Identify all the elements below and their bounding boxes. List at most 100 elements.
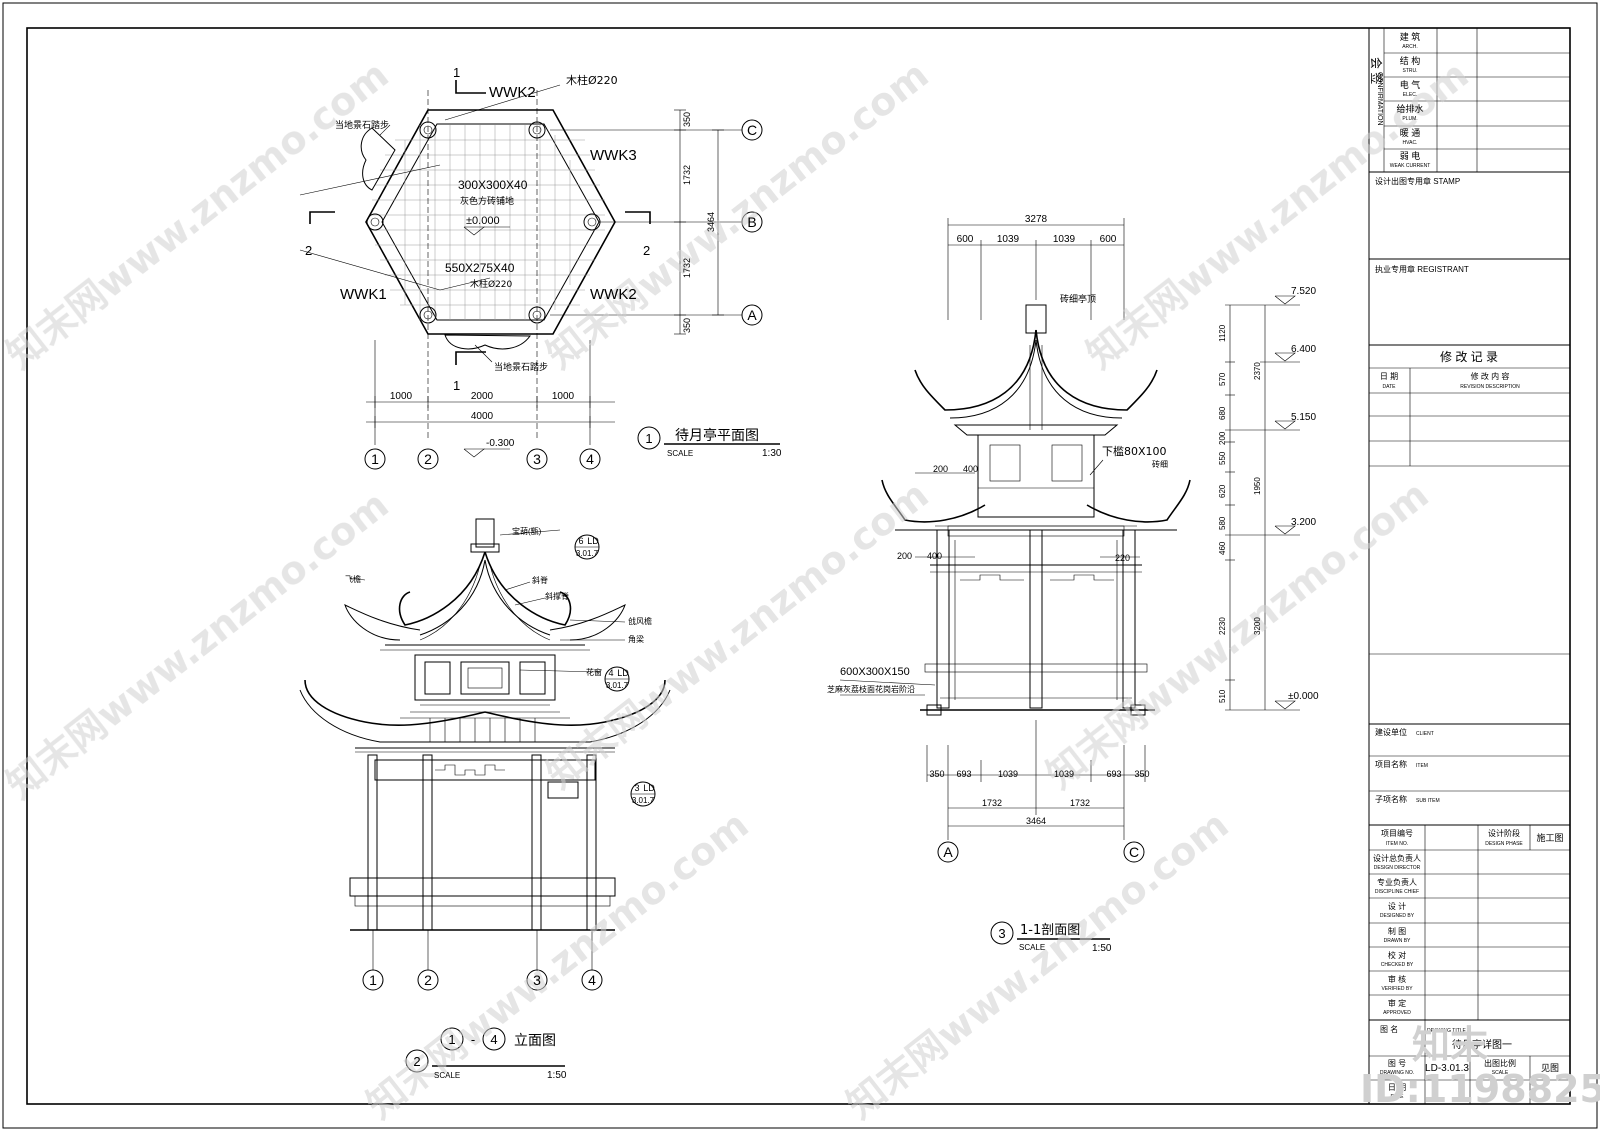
tb-phase-value: 施工图 bbox=[1536, 832, 1563, 843]
tb-role: 制 图 bbox=[1388, 926, 1406, 936]
plan-hexagon-outer bbox=[365, 109, 616, 335]
tb-date-en: DATE bbox=[1391, 1094, 1405, 1100]
elevation-drawing bbox=[299, 518, 671, 1073]
elev-title-number: 2 bbox=[413, 1054, 420, 1069]
section-drawing bbox=[839, 218, 1300, 945]
elev-label: 斜撑脊 bbox=[545, 591, 569, 601]
plan-cut-2-right-label: 2 bbox=[643, 243, 650, 258]
elev-axis-label: 3 bbox=[533, 972, 541, 988]
elev-title-to: 4 bbox=[490, 1032, 497, 1047]
elev-label: 戗风檐 bbox=[628, 616, 652, 626]
tb-item: 项目名称 bbox=[1375, 759, 1407, 769]
plan-title: 待月亭平面图 bbox=[675, 427, 759, 444]
sec-axis-a: A bbox=[943, 844, 953, 860]
sec-level: 3.200 bbox=[1291, 517, 1316, 528]
tb-item-en: ITEM bbox=[1416, 763, 1428, 769]
sec-dim-right: 550 bbox=[1218, 451, 1227, 465]
elev-title-dash: - bbox=[471, 1032, 475, 1047]
watermark-text: 知末网www.znzmo.com bbox=[0, 482, 397, 807]
sec-axis-c: C bbox=[1129, 844, 1139, 860]
sec-dim-bottom: 693 bbox=[956, 769, 971, 779]
plan-dim-v: 1732 bbox=[682, 258, 692, 278]
watermark-logo: 知末 bbox=[1412, 1023, 1488, 1067]
plan-stone-label: 当地景石踏步 bbox=[335, 119, 389, 131]
elev-scale-label: SCALE bbox=[434, 1071, 460, 1080]
sec-dim-side: 400 bbox=[927, 551, 942, 561]
sec-dim-right: 1120 bbox=[1218, 324, 1227, 342]
elev-label: 角梁 bbox=[628, 634, 644, 644]
sec-level: 6.400 bbox=[1291, 344, 1316, 355]
tb-sub-item-en: SUB ITEM bbox=[1416, 798, 1440, 804]
tb-discipline: 建 筑 bbox=[1400, 31, 1421, 42]
tb-role: 审 定 bbox=[1388, 998, 1406, 1008]
elevation-refs: 6 LD 3.01.7 4 LD 3.01.7 3 LD 3.01.7 bbox=[576, 536, 655, 805]
plan-axis-label: 1 bbox=[371, 451, 379, 467]
sec-dim-outer: 2370 bbox=[1253, 362, 1262, 380]
sec-dim-side: 200 bbox=[897, 551, 912, 561]
tb-phase: 设计阶段 bbox=[1488, 828, 1520, 838]
elev-axis-label: 4 bbox=[588, 972, 596, 988]
tb-rev-desc-en: REVISION DESCRIPTION bbox=[1460, 384, 1520, 390]
tb-scale-value: 见图 bbox=[1541, 1063, 1559, 1073]
plan-hexagon-inner bbox=[381, 123, 600, 321]
tb-drawing-title: 待月亭详图一 bbox=[1452, 1038, 1512, 1051]
title-block-frame bbox=[1368, 28, 1570, 1104]
tb-discipline: 给排水 bbox=[1396, 103, 1423, 114]
tb-role: 设计总负责人 bbox=[1373, 853, 1421, 863]
tb-discipline-en: ELEC. bbox=[1403, 92, 1417, 98]
elev-label: 斜脊 bbox=[532, 575, 548, 585]
plan-wwk2-right: WWK2 bbox=[590, 286, 637, 303]
sec-dim-top: 1039 bbox=[1053, 234, 1076, 245]
plan-dim-v: 350 bbox=[682, 318, 692, 333]
tb-role-en: CHECKED BY bbox=[1381, 962, 1414, 968]
plan-cut-2-right bbox=[625, 211, 651, 224]
sec-lower-roof-right bbox=[1086, 479, 1191, 523]
sec-dim-top: 600 bbox=[1100, 234, 1117, 245]
sec-level: 7.520 bbox=[1291, 286, 1316, 297]
sec-dim-top-total: 3278 bbox=[1025, 214, 1048, 225]
elev-lower-roof-right bbox=[484, 679, 666, 727]
plan-column-label: 木柱Ø220 bbox=[566, 73, 618, 87]
sec-dim-right: 2230 bbox=[1218, 617, 1227, 635]
sec-dim-right: 680 bbox=[1218, 406, 1227, 420]
tb-role: 设 计 bbox=[1388, 901, 1406, 911]
tb-client-en: CLIENT bbox=[1416, 731, 1434, 737]
tb-sign-1: 会 签 bbox=[1369, 57, 1384, 84]
sec-dim-side: 400 bbox=[963, 464, 978, 474]
elev-title: 立面图 bbox=[514, 1033, 556, 1049]
plan-drawing bbox=[299, 80, 780, 470]
tb-discipline-en: PLUM. bbox=[1402, 116, 1417, 122]
tb-discipline-en: STRU. bbox=[1403, 68, 1418, 74]
watermark-text: 知末网www.znzmo.com bbox=[0, 52, 397, 377]
plan-tile-grid bbox=[372, 125, 605, 320]
section-bottom-dims: 350 693 1039 1039 693 350 1732 1732 3464 bbox=[929, 769, 1149, 826]
sec-dim-right: 620 bbox=[1218, 484, 1227, 498]
tb-discipline: 结 构 bbox=[1400, 55, 1421, 66]
title-block-text: 会 签 CONFIRMATION 建 筑 ARCH. 结 构 STRU. 电 气… bbox=[1369, 31, 1564, 1100]
watermark-layer: 知末网www.znzmo.com 知末网www.znzmo.com 知末网www… bbox=[0, 52, 1477, 1127]
elev-finial bbox=[475, 518, 495, 548]
plan-cut-1-bottom-label: 1 bbox=[453, 378, 460, 393]
sec-dim-bottom: 693 bbox=[1106, 769, 1121, 779]
elev-upper-roof-right bbox=[484, 551, 572, 626]
sec-dim-bottom: 1039 bbox=[1054, 769, 1074, 779]
tb-role-en: DESIGNED BY bbox=[1380, 913, 1415, 919]
watermark-text: 知末网www.znzmo.com bbox=[538, 52, 936, 377]
elevation-axis-labels: 1 2 3 4 bbox=[369, 972, 596, 988]
sec-dim-top: 1039 bbox=[997, 234, 1020, 245]
plan-dim-v: 1732 bbox=[682, 165, 692, 185]
plan-wwk1: WWK1 bbox=[340, 286, 387, 303]
sec-level: ±0.000 bbox=[1288, 691, 1319, 702]
elev-ref-code: LD bbox=[617, 668, 629, 678]
sec-beam-label: 下槛80X100 bbox=[1102, 444, 1167, 458]
elev-ref-code: LD bbox=[587, 536, 599, 546]
watermark-text: 知末网www.znzmo.com bbox=[538, 472, 936, 797]
plan-tile-note: 灰色方砖铺地 bbox=[460, 195, 514, 207]
watermark-text: 知末网www.znzmo.com bbox=[838, 802, 1236, 1127]
sec-dim-mid: 1732 bbox=[1070, 798, 1090, 808]
sec-dim-side: 200 bbox=[933, 464, 948, 474]
plan-cut-1-top bbox=[455, 80, 486, 94]
tb-sub-item: 子项名称 bbox=[1375, 794, 1407, 804]
sec-dim-outer: 3200 bbox=[1253, 617, 1262, 635]
